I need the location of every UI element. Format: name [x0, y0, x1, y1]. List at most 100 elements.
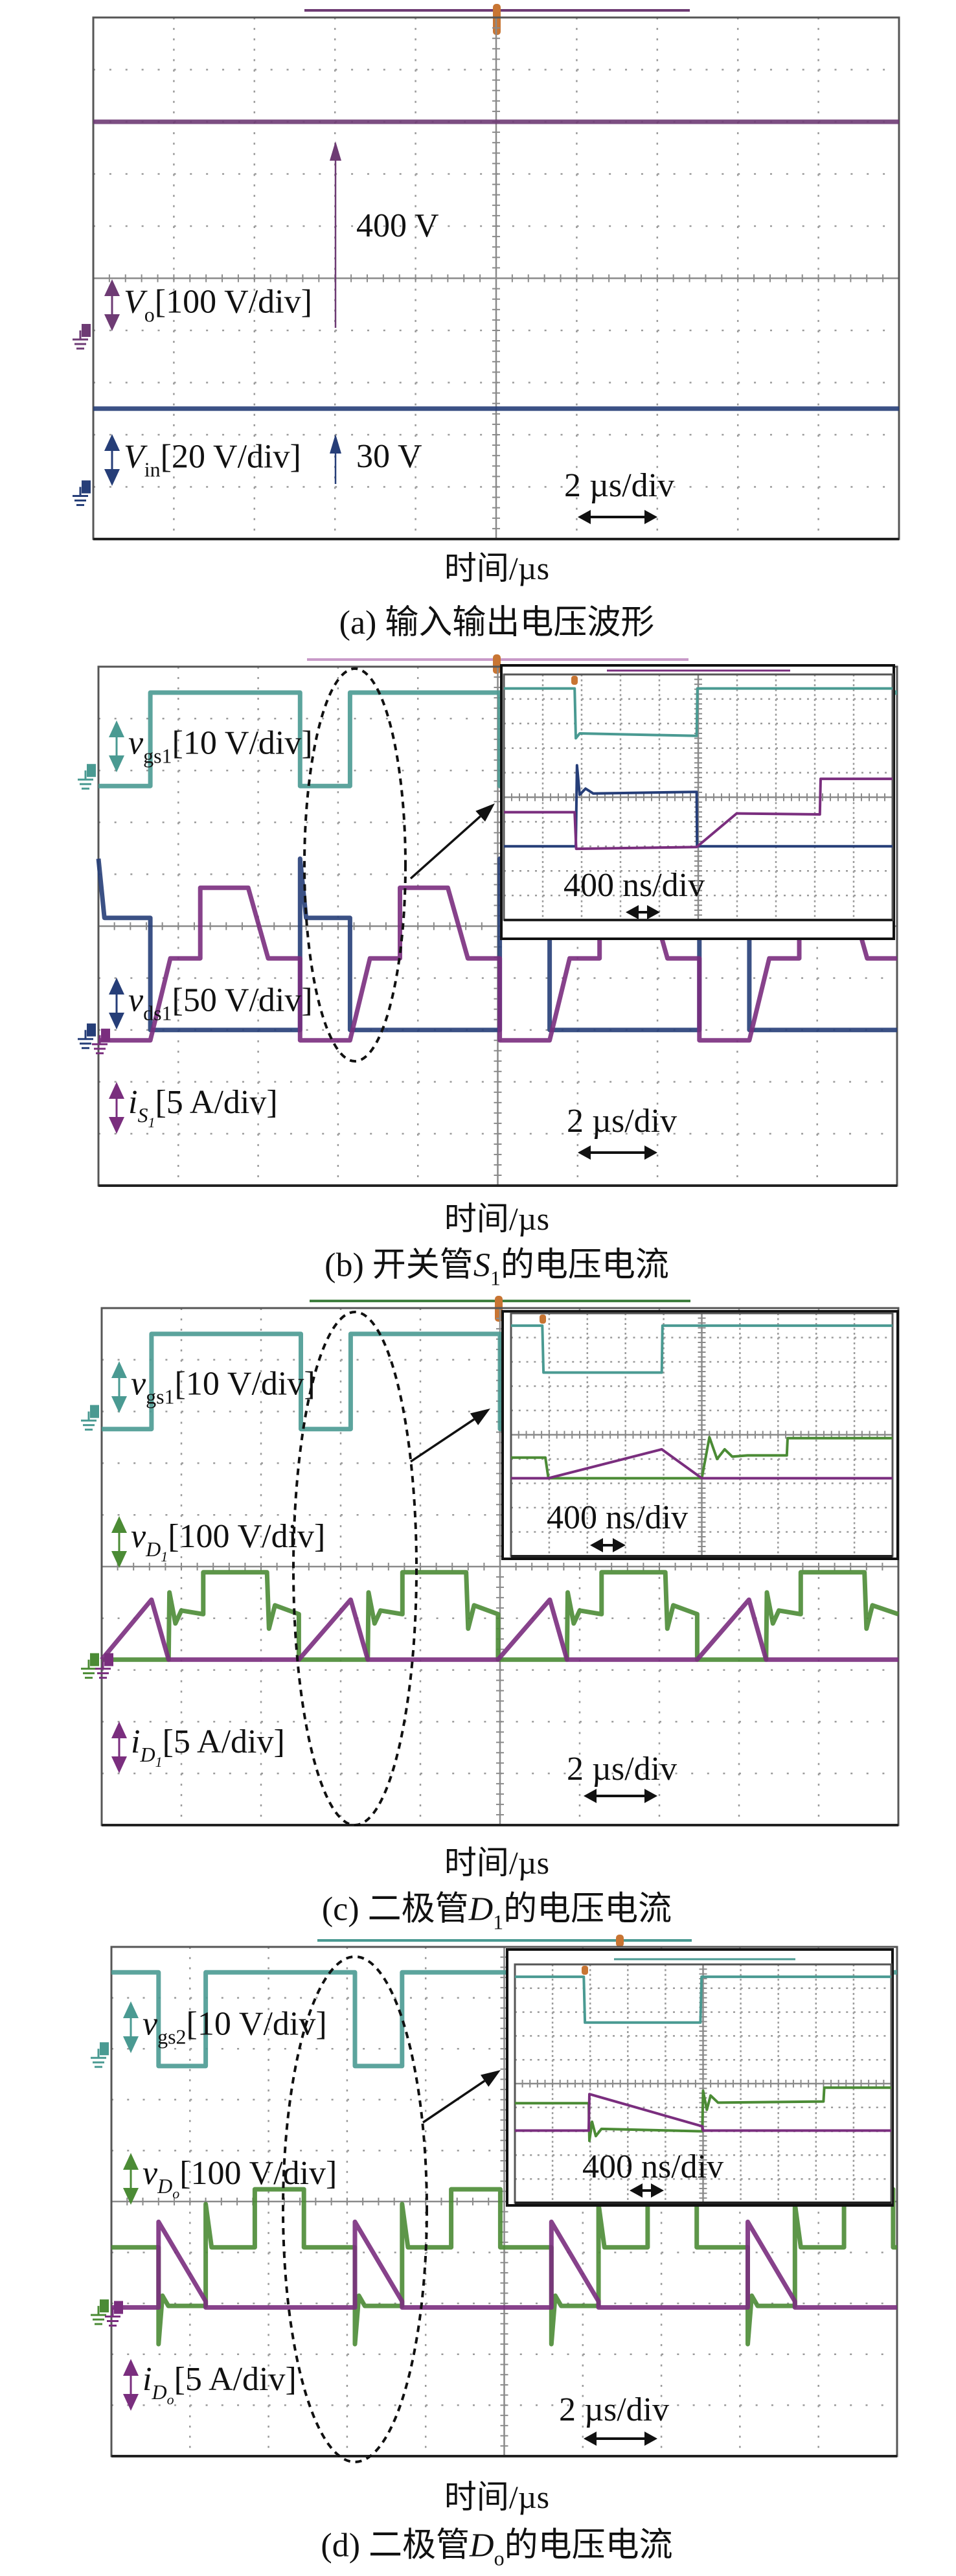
caption-prefix: (c) 二极管	[321, 1891, 469, 1928]
channel-label: iD1[5 A/div]	[131, 1725, 285, 1769]
inset-frame	[506, 1948, 894, 2207]
zoom-pointer-arrow	[409, 815, 481, 880]
caption-subscript: o	[494, 2546, 505, 2570]
caption-prefix: (d) 二极管	[321, 2527, 470, 2564]
channel-symbol: V	[124, 283, 144, 321]
channel-scale-text: [10 V/div]	[172, 724, 313, 762]
trigger-marker-icon	[493, 654, 501, 674]
channel-label: iDo[5 A/div]	[142, 2363, 297, 2407]
channel-symbol: v	[142, 2155, 158, 2192]
x-axis-label: 时间/µs	[444, 1845, 550, 1881]
channel-scale-text: [5 A/div]	[155, 1084, 278, 1121]
inset-trace-vDo	[515, 2086, 891, 2143]
inset-trace-vgs1	[504, 687, 893, 740]
ground-level-marker-icon	[82, 324, 91, 337]
inset-trace-vD1	[511, 1436, 893, 1480]
channel-sub-subscript: 1	[161, 1548, 168, 1565]
channel-symbol: i	[128, 1084, 138, 1121]
channel-label: vD1[100 V/div]	[131, 1520, 325, 1564]
inset-trigger-marker-icon	[582, 1966, 588, 1975]
time-scale-arrow-right-head	[644, 1145, 657, 1160]
channel-subscript: D1	[140, 1743, 163, 1770]
inset-trace-vgs1	[511, 1324, 893, 1374]
inset-trigger-marker-icon	[540, 1315, 546, 1324]
arrow-down-icon	[111, 1551, 127, 1568]
arrow-down-icon	[104, 469, 120, 486]
time-scale-label: 2 µs/div	[567, 1751, 677, 1788]
channel-subscript: Do	[152, 2380, 174, 2408]
channel-subscript: gs1	[143, 744, 172, 768]
channel-scale-text: [10 V/div]	[174, 1365, 315, 1403]
ground-level-marker-icon	[82, 480, 91, 494]
inset-panel	[506, 1948, 894, 2207]
channel-scale-text: [100 V/div]	[154, 283, 312, 321]
channel-symbol: v	[142, 2005, 158, 2043]
arrow-down-icon	[109, 1013, 124, 1029]
caption-suffix: 的电压电流	[503, 1891, 672, 1928]
arrow-down-icon	[123, 2036, 139, 2053]
channel-label: vgs2[10 V/div]	[142, 2005, 327, 2047]
arrow-down-icon	[109, 1117, 124, 1134]
arrow-up-icon	[123, 2001, 139, 2018]
caption-subscript: 1	[493, 1910, 504, 1934]
arrow-up-icon	[109, 720, 124, 737]
trace-iD1	[100, 1597, 898, 1662]
arrow-down-icon	[111, 1756, 127, 1773]
inset-trace-iDo	[515, 2093, 891, 2132]
inset-time-scale-label: 400 ns/div	[563, 867, 705, 904]
ground-level-marker-icon	[100, 2042, 109, 2056]
inset-trigger-marker-icon	[571, 676, 578, 685]
time-scale-arrow-left-head	[584, 2432, 597, 2446]
figure-caption: (c) 二极管D1的电压电流	[321, 1891, 672, 1934]
panel-a	[73, 4, 900, 540]
channel-subscript: in	[144, 457, 161, 481]
caption-symbol: D	[470, 2527, 494, 2564]
channel-subscript: D1	[146, 1537, 168, 1565]
channel-subscript: ds1	[143, 1001, 172, 1025]
panel-d	[91, 1935, 898, 2463]
channel-sub-subscript: 1	[155, 1754, 163, 1770]
caption-subscript: 1	[490, 1266, 501, 1290]
channel-label: Vo[100 V/div]	[124, 283, 312, 327]
channel-scale-text: [20 V/div]	[160, 438, 301, 476]
time-scale-arrow-left-head	[578, 1145, 591, 1160]
ground-level-marker-icon	[101, 1028, 110, 1042]
trace-iS1	[98, 885, 897, 1043]
caption-symbol: S	[473, 1247, 490, 1284]
arrow-up-icon	[104, 279, 120, 296]
arrow-down-icon	[109, 755, 124, 772]
inset-panel	[501, 1310, 899, 1560]
arrow-up-icon	[111, 1721, 127, 1738]
caption-prefix: (b) 开关管	[324, 1247, 473, 1284]
inset-panel	[500, 664, 895, 940]
inset-time-scale-arrow-left-head	[630, 2183, 643, 2198]
caption-prefix: (a) 输入输出电压波形	[339, 604, 655, 641]
arrow-down-icon	[123, 2394, 139, 2411]
time-scale-arrow-right-head	[644, 1789, 657, 1803]
zoom-region-ellipse	[282, 1955, 428, 2463]
time-scale-arrow-right-head	[644, 2432, 657, 2446]
channel-sub-subscript: o	[172, 2185, 180, 2202]
inset-time-scale-arrow-left-head	[590, 1538, 603, 1552]
trigger-marker-icon	[616, 1935, 624, 1947]
level-arrow-head-icon	[330, 434, 341, 454]
arrow-up-icon	[109, 978, 124, 995]
arrow-up-icon	[111, 1361, 127, 1378]
channel-scale-text: [50 V/div]	[172, 982, 313, 1019]
figure-caption: (a) 输入输出电压波形	[339, 606, 655, 640]
x-axis-label: 时间/µs	[444, 1201, 550, 1237]
channel-scale-text: [100 V/div]	[179, 2155, 337, 2192]
inset-time-scale-label: 400 ns/div	[582, 2148, 724, 2185]
ground-level-marker-icon	[90, 1653, 99, 1666]
figure-caption: (b) 开关管S1的电压电流	[324, 1247, 669, 1290]
channel-label: vgs1[10 V/div]	[128, 724, 313, 768]
arrow-up-icon	[109, 1082, 124, 1099]
ground-level-marker-icon	[104, 1653, 113, 1666]
arrow-up-icon	[104, 434, 120, 451]
arrow-down-icon	[111, 1396, 127, 1413]
time-scale-arrow-left-head	[578, 510, 591, 524]
inset-time-scale-arrow-left-head	[626, 905, 639, 919]
zoom-region-ellipse	[303, 667, 407, 1063]
time-scale-arrow-right-head	[644, 510, 657, 524]
channel-subscript: o	[144, 303, 155, 327]
